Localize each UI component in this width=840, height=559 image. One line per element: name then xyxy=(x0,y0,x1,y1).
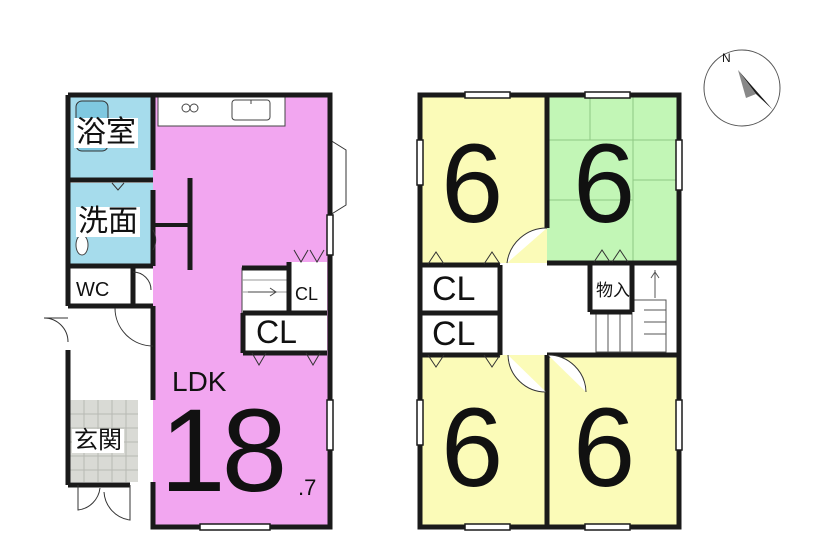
label-wc: WC xyxy=(76,279,110,301)
storage-area xyxy=(590,268,632,312)
closet-lower-area xyxy=(420,314,500,354)
label-washroom: 洗面 xyxy=(76,205,140,238)
label-closet-lower: CL xyxy=(432,315,476,353)
label-closet-large: CL xyxy=(256,314,297,350)
label-storage: 物入 xyxy=(596,281,630,300)
label-entrance: 玄関 xyxy=(72,427,124,454)
closet-upper-area xyxy=(420,268,500,312)
stairs-floor1 xyxy=(241,267,288,314)
label-compass-north: N xyxy=(722,51,731,65)
closet-large-area xyxy=(243,315,327,353)
label-room-se-size: 6 xyxy=(573,385,636,510)
label-ldk-size-decimal: .7 xyxy=(298,475,317,500)
compass xyxy=(703,49,781,127)
room-ne-area xyxy=(547,95,679,263)
floor-1-plan xyxy=(43,92,347,531)
label-room-ne-size: 6 xyxy=(573,121,636,246)
hall-area xyxy=(500,263,596,355)
room-se-area xyxy=(547,355,679,527)
wc-area xyxy=(68,270,133,306)
washroom-sink xyxy=(75,234,89,256)
label-closet-upper: CL xyxy=(432,270,476,308)
label-bath: 浴室 xyxy=(74,116,138,149)
label-ldk-size: 18 xyxy=(160,385,287,517)
closet-small-area xyxy=(289,262,327,312)
entrance-door-swing xyxy=(43,317,69,343)
label-room-sw-size: 6 xyxy=(441,385,504,510)
label-ldk: LDK xyxy=(172,366,227,397)
floor-2-plan xyxy=(416,91,683,531)
label-room-nw-size: 6 xyxy=(441,121,504,246)
label-closet-small: CL xyxy=(295,284,319,304)
tatami-lines xyxy=(547,95,679,263)
compass-needle-icon xyxy=(738,70,773,110)
